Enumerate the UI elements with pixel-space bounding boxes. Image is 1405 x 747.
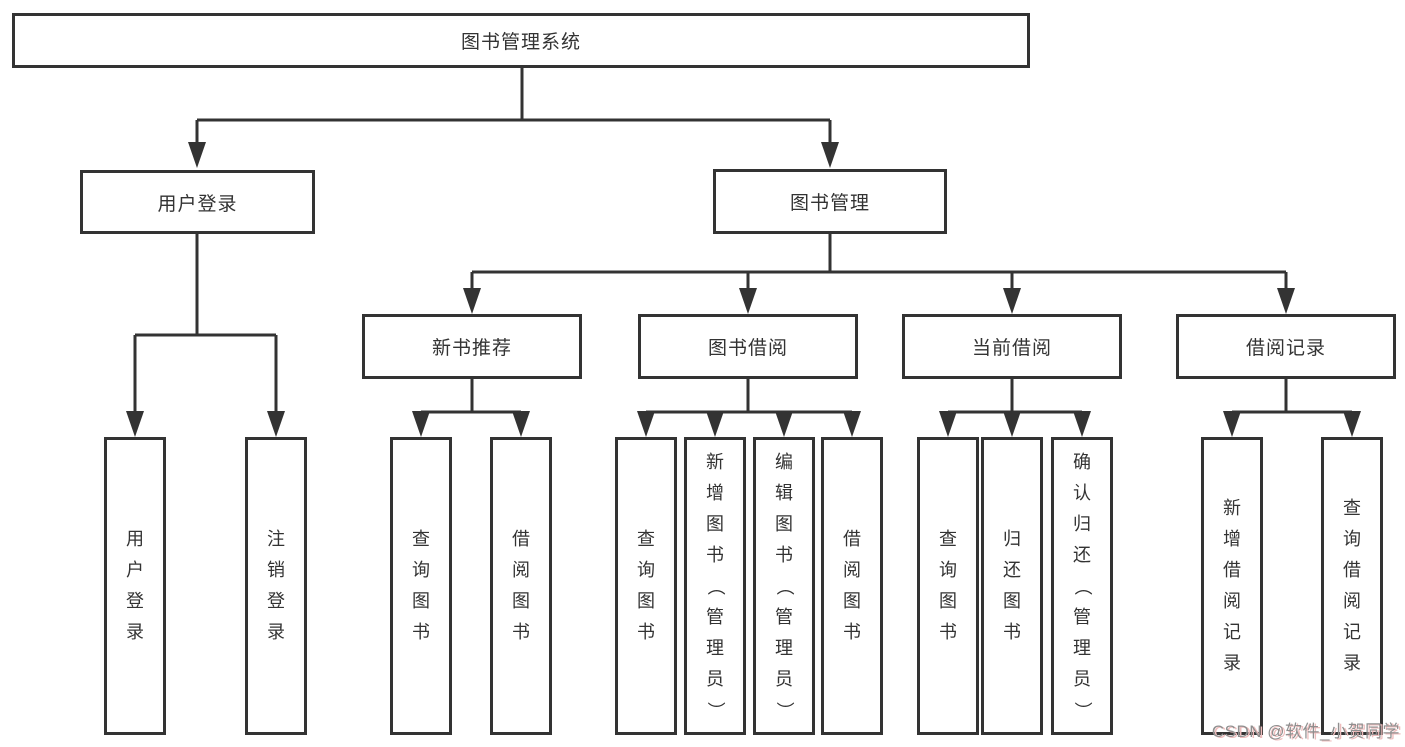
vertical-char: ）	[774, 701, 795, 719]
vertical-char: 辑	[775, 482, 793, 503]
vertical-char: 理	[706, 637, 724, 658]
vertical-char: 阅	[1343, 591, 1361, 611]
vertical-char: 书	[706, 544, 724, 565]
vertical-char: 借	[512, 529, 530, 549]
vertical-char: 借	[843, 529, 861, 549]
vertical-char: 员	[775, 668, 793, 689]
vertical-char: 书	[843, 622, 861, 642]
vertical-char: 借	[1343, 560, 1361, 580]
vertical-char: 录	[1343, 653, 1361, 673]
vertical-char: 查	[1343, 498, 1361, 518]
vertical-char: 还	[1073, 544, 1091, 565]
leaf-query-borrow-record: 查询借阅记录	[1321, 437, 1383, 735]
vertical-char: （	[774, 577, 795, 595]
vertical-char: 归	[1073, 513, 1091, 534]
node-current-borrow: 当前借阅	[902, 314, 1122, 379]
leaf-recommend-borrow-book: 借阅图书	[490, 437, 552, 735]
vertical-char: 记	[1223, 622, 1241, 642]
vertical-char: 图	[1003, 591, 1021, 611]
node-book-borrow: 图书借阅	[638, 314, 858, 379]
vertical-char: 阅	[1223, 591, 1241, 611]
vertical-char: 图	[412, 591, 430, 611]
vertical-char: 确	[1073, 451, 1091, 472]
vertical-char: 员	[706, 668, 724, 689]
leaf-user-login: 用户登录	[104, 437, 166, 735]
vertical-char: 新	[1223, 498, 1241, 518]
leaf-confirm-return-admin: 确认归还 （ 管理员 ）	[1051, 437, 1113, 735]
vertical-char: 查	[939, 529, 957, 549]
vertical-char: 新	[706, 451, 724, 472]
vertical-char: 销	[267, 560, 285, 580]
vertical-char: 还	[1003, 560, 1021, 580]
node-borrow-records: 借阅记录	[1176, 314, 1396, 379]
leaf-recommend-query-book: 查询图书	[390, 437, 452, 735]
vertical-char: 图	[637, 591, 655, 611]
vertical-char: 书	[1003, 622, 1021, 642]
vertical-char: 增	[706, 482, 724, 503]
vertical-char: 员	[1073, 668, 1091, 689]
leaf-add-book-admin: 新增图书 （ 管理员 ）	[684, 437, 746, 735]
vertical-char: 户	[126, 560, 144, 580]
vertical-char: 书	[412, 622, 430, 642]
vertical-char: 增	[1223, 529, 1241, 549]
vertical-char: 管	[1073, 606, 1091, 627]
node-new-book-recommend: 新书推荐	[362, 314, 582, 379]
vertical-char: 理	[1073, 637, 1091, 658]
vertical-char: ）	[705, 701, 726, 719]
leaf-borrow-query-book: 查询图书	[615, 437, 677, 735]
watermark: CSDN @软件_小贺同学	[1211, 722, 1400, 741]
vertical-char: 询	[1343, 529, 1361, 549]
vertical-char: 询	[939, 560, 957, 580]
vertical-char: 书	[775, 544, 793, 565]
vertical-char: 图	[939, 591, 957, 611]
vertical-char: 录	[267, 622, 285, 642]
vertical-char: 编	[775, 451, 793, 472]
vertical-char: 理	[775, 637, 793, 658]
vertical-char: 阅	[843, 560, 861, 580]
leaf-return-book: 归还图书	[981, 437, 1043, 735]
vertical-char: 图	[512, 591, 530, 611]
vertical-char: 阅	[512, 560, 530, 580]
leaf-borrow-book: 借阅图书	[821, 437, 883, 735]
vertical-char: 书	[939, 622, 957, 642]
leaf-edit-book-admin: 编辑图书 （ 管理员 ）	[753, 437, 815, 735]
vertical-char: 登	[126, 591, 144, 611]
vertical-char: 归	[1003, 529, 1021, 549]
arrowheads	[126, 142, 1361, 437]
vertical-char: 记	[1343, 622, 1361, 642]
vertical-char: 管	[775, 606, 793, 627]
vertical-char: 询	[412, 560, 430, 580]
vertical-char: 询	[637, 560, 655, 580]
vertical-char: 注	[267, 529, 285, 549]
vertical-char: 书	[512, 622, 530, 642]
node-user-login: 用户登录	[80, 170, 315, 234]
vertical-char: 管	[706, 606, 724, 627]
vertical-char: 书	[637, 622, 655, 642]
vertical-char: （	[1072, 577, 1093, 595]
vertical-char: 查	[637, 529, 655, 549]
vertical-char: 认	[1073, 482, 1091, 503]
vertical-char: 图	[843, 591, 861, 611]
vertical-char: 录	[126, 622, 144, 642]
vertical-char: 图	[775, 513, 793, 534]
node-book-management: 图书管理	[713, 169, 947, 234]
vertical-char: 图	[706, 513, 724, 534]
vertical-char: 借	[1223, 560, 1241, 580]
vertical-char: ）	[1072, 701, 1093, 719]
vertical-char: 登	[267, 591, 285, 611]
leaf-add-borrow-record: 新增借阅记录	[1201, 437, 1263, 735]
vertical-char: 录	[1223, 653, 1241, 673]
leaf-current-query-book: 查询图书	[917, 437, 979, 735]
vertical-char: 用	[126, 529, 144, 549]
vertical-char: （	[705, 577, 726, 595]
leaf-logout: 注销登录	[245, 437, 307, 735]
node-root-system: 图书管理系统	[12, 13, 1030, 68]
vertical-char: 查	[412, 529, 430, 549]
